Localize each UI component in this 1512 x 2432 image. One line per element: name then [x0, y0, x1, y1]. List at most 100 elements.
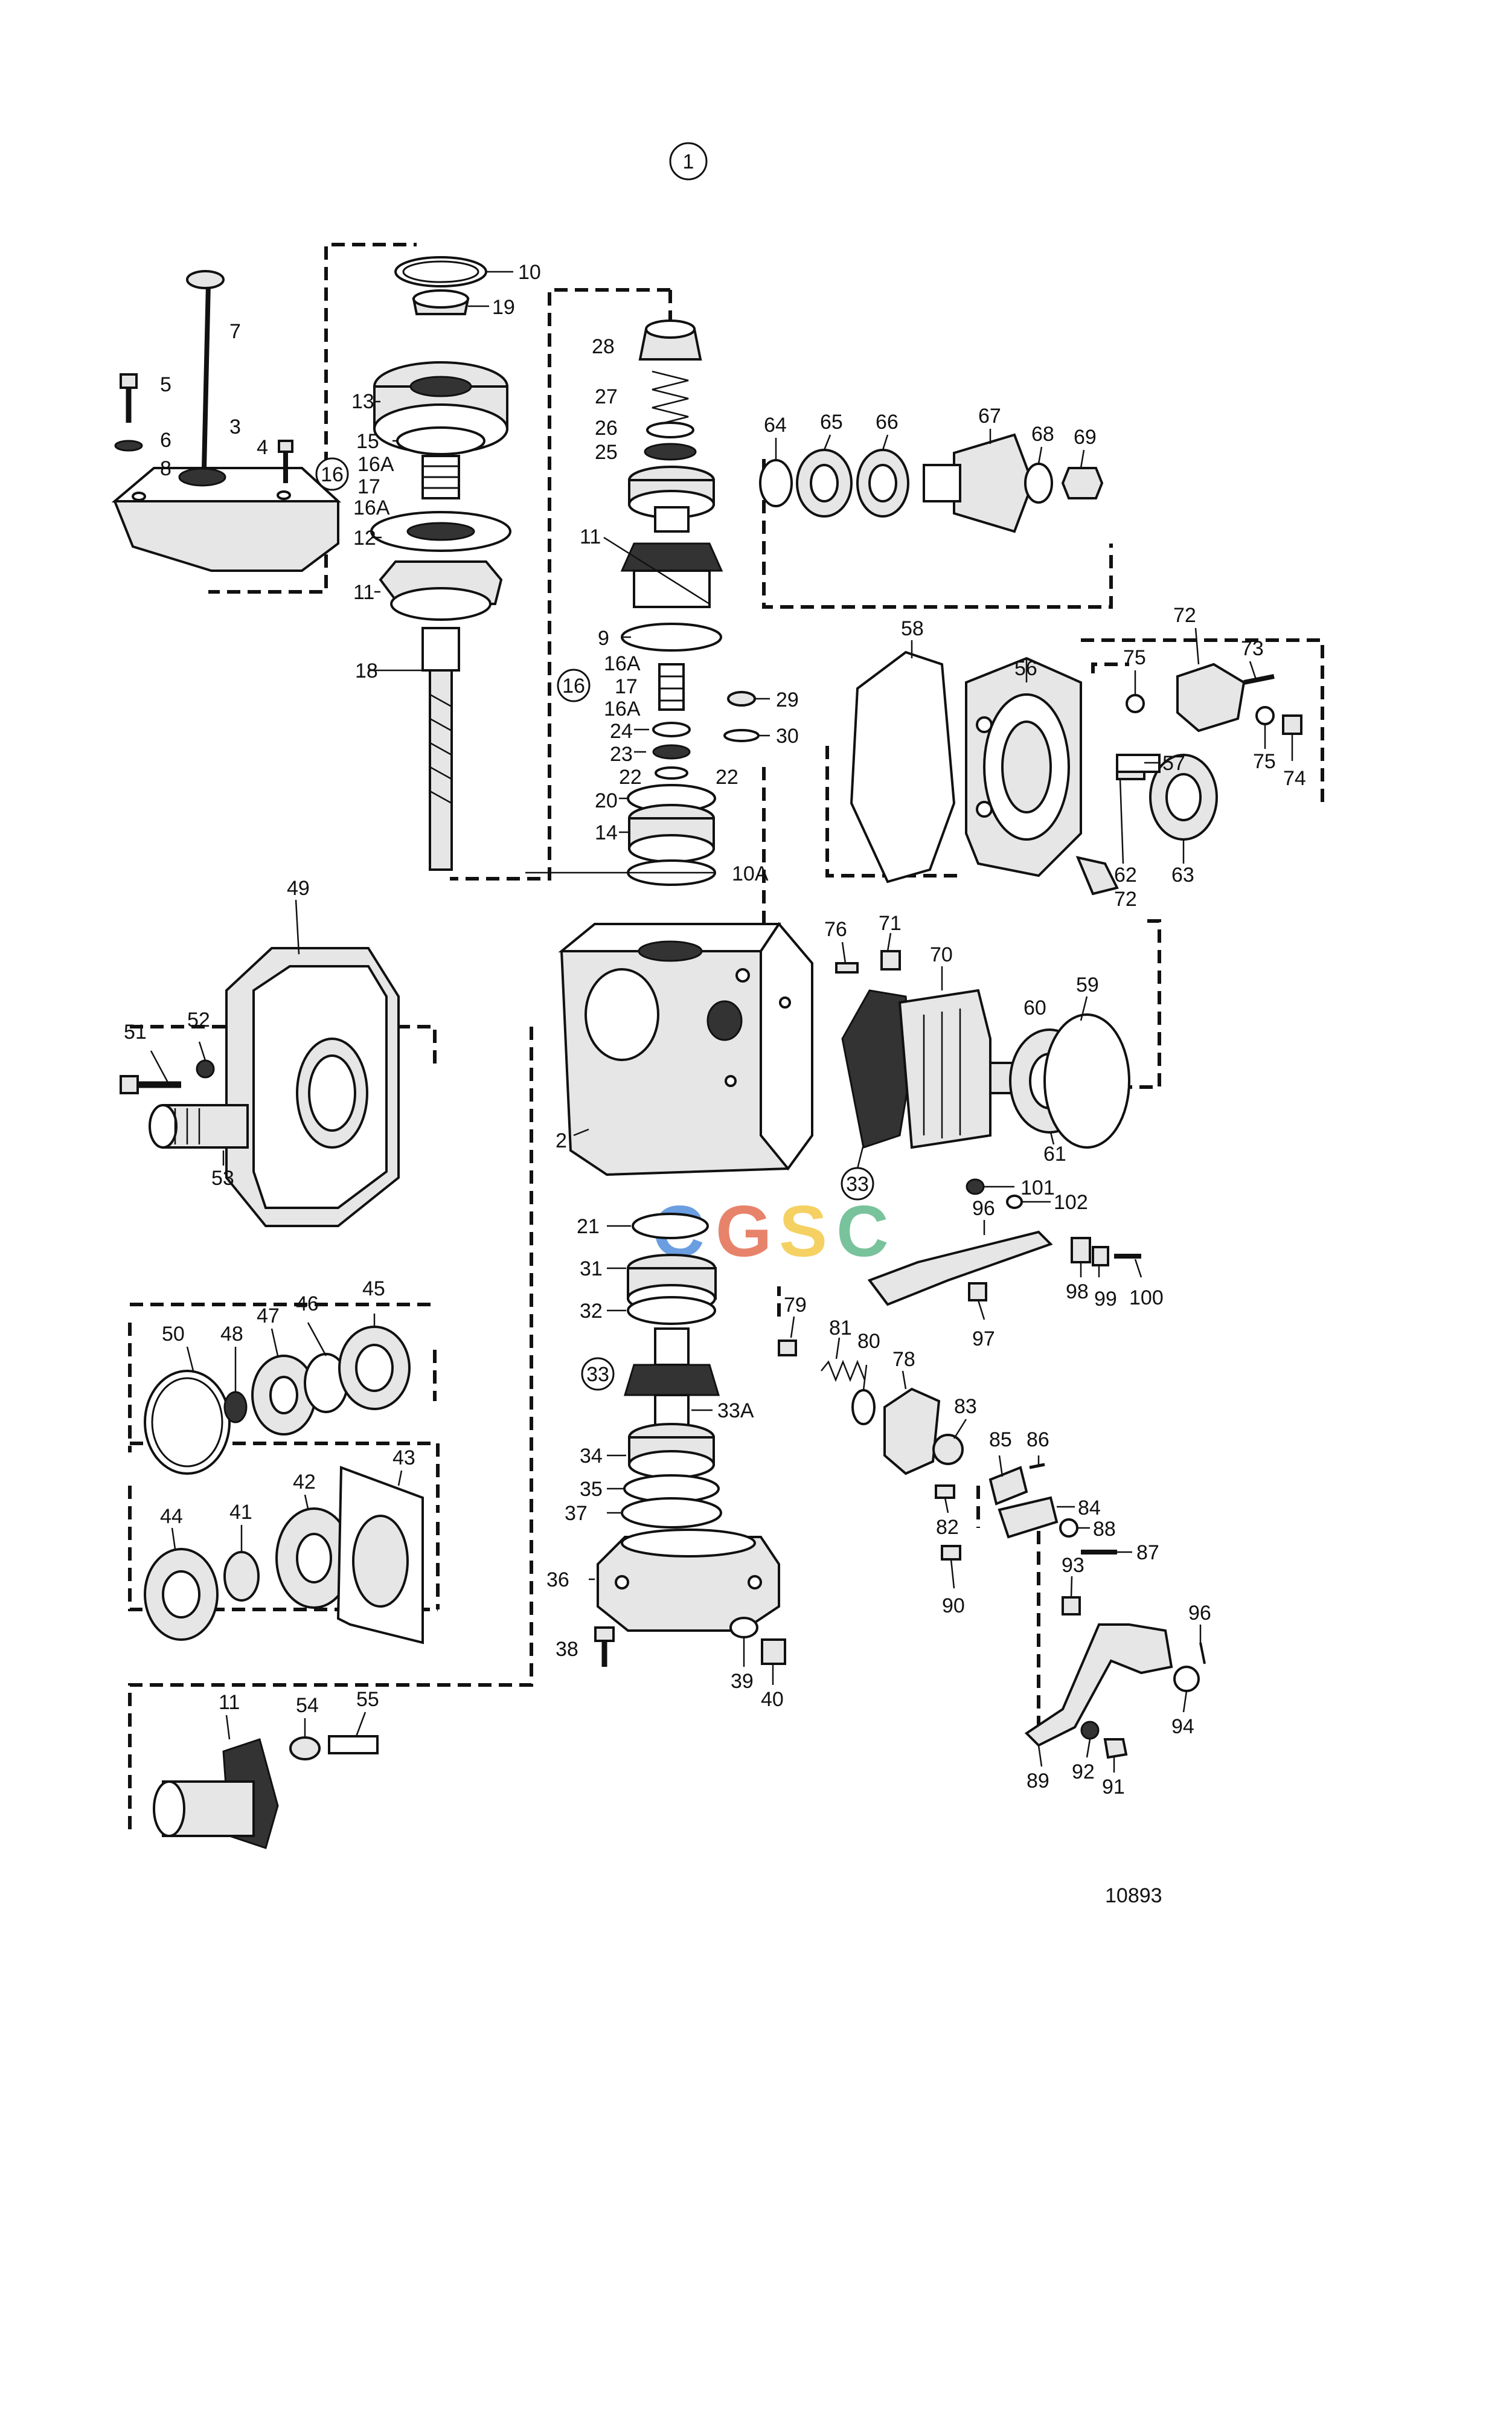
- screw-79: [778, 1340, 797, 1356]
- callout-14: 14: [595, 821, 618, 844]
- callout-18: 18: [355, 659, 378, 682]
- side-cover-assembly: [850, 650, 1302, 896]
- callout-8: 8: [160, 457, 171, 480]
- watermark-letter-4: C: [836, 1191, 889, 1272]
- callout-74: 74: [1283, 767, 1306, 790]
- cap-72: [1176, 663, 1246, 733]
- pin-96b: [1199, 1642, 1206, 1664]
- callout-39: 39: [731, 1670, 754, 1693]
- plug-74: [1282, 714, 1302, 735]
- callout-79: 79: [784, 1294, 807, 1317]
- callout-21: 21: [577, 1215, 600, 1238]
- callout-22-b: 22: [716, 766, 738, 789]
- callout-16A-d: 16A: [604, 698, 641, 720]
- callout-17-a: 17: [357, 475, 380, 498]
- washer-102: [1006, 1195, 1023, 1209]
- lower-pinion-stack: [594, 1213, 786, 1667]
- washer-30: [723, 729, 760, 742]
- callout-15: 15: [356, 430, 379, 453]
- callout-27: 27: [595, 385, 618, 408]
- callout-11-b: 11: [580, 525, 601, 548]
- washer-52: [196, 1059, 215, 1079]
- callout-48: 48: [220, 1323, 243, 1346]
- callout-61: 61: [1043, 1143, 1066, 1166]
- watermark-letter-3: S: [779, 1191, 827, 1272]
- bushing-83: [932, 1434, 964, 1465]
- callout-numbers: 10 19 7 5 3 6 8 4 13 15 16 16A 17 16A 12…: [124, 261, 1306, 1798]
- callout-97: 97: [972, 1327, 995, 1350]
- nut-69: [1061, 467, 1104, 499]
- washer-54: [289, 1736, 321, 1760]
- ring-24: [652, 722, 691, 737]
- housing-bore-side: [706, 1000, 743, 1041]
- callout-29: 29: [776, 688, 799, 711]
- bearing-kit-box: [144, 1466, 424, 1644]
- cover-assembly: [111, 270, 342, 572]
- callout-87: 87: [1136, 1541, 1159, 1564]
- leader-lines: [150, 271, 1293, 1773]
- callout-10A: 10A: [732, 862, 769, 885]
- bracket-72b: [1075, 856, 1119, 896]
- nut-101: [966, 1178, 985, 1195]
- callout-94: 94: [1171, 1715, 1194, 1738]
- callout-52: 52: [187, 1009, 210, 1032]
- callout-24: 24: [610, 720, 633, 743]
- callout-89: 89: [1027, 1769, 1049, 1792]
- callout-65: 65: [820, 411, 843, 434]
- callout-16-b: 16: [562, 675, 585, 698]
- shim-15: [396, 426, 485, 455]
- washer-75a: [1126, 694, 1145, 713]
- carrier-70: [898, 989, 991, 1149]
- plate-78: [883, 1387, 941, 1475]
- pinion-gear-11: [620, 542, 723, 572]
- o-ring-37: [621, 1497, 722, 1529]
- lever-89: [1024, 1623, 1173, 1747]
- callout-57: 57: [1162, 752, 1185, 775]
- clip-99: [1092, 1246, 1109, 1266]
- bolt-55: [328, 1735, 379, 1754]
- housing-bore-left: [585, 968, 659, 1061]
- callout-42: 42: [293, 1471, 316, 1494]
- input-shaft-18: [429, 669, 453, 871]
- callout-28: 28: [592, 335, 615, 358]
- washer-92: [1080, 1721, 1100, 1740]
- pinion-column: [620, 319, 760, 886]
- screw-head-4: [278, 440, 293, 453]
- callout-20: 20: [595, 789, 618, 812]
- callout-36: 36: [546, 1568, 569, 1591]
- screw-82: [935, 1484, 955, 1499]
- circlip-22: [655, 766, 688, 780]
- pin-86: [1029, 1463, 1045, 1469]
- callout-43: 43: [392, 1446, 415, 1469]
- washer-80: [851, 1389, 876, 1425]
- callout-96-b: 96: [1188, 1602, 1211, 1625]
- shim-59: [1043, 1013, 1130, 1149]
- callout-32: 32: [580, 1300, 603, 1323]
- callout-81: 81: [829, 1317, 852, 1340]
- callout-26: 26: [595, 417, 618, 440]
- main-housing-2: [558, 922, 813, 1176]
- washer-26: [646, 422, 694, 438]
- callout-23: 23: [610, 743, 633, 766]
- callout-78: 78: [892, 1348, 915, 1371]
- callout-4: 4: [257, 436, 268, 459]
- callout-16A-c: 16A: [604, 652, 641, 675]
- callout-102: 102: [1054, 1191, 1088, 1214]
- screw-73: [1243, 674, 1275, 685]
- callout-90: 90: [942, 1594, 965, 1617]
- dipstick-rod: [202, 283, 211, 469]
- plug-29: [727, 691, 756, 707]
- callout-16A-b: 16A: [353, 496, 390, 519]
- lock-71: [880, 950, 901, 971]
- differential-assembly: [835, 950, 1130, 1149]
- callout-62: 62: [1114, 864, 1137, 887]
- washer-68: [1024, 463, 1053, 504]
- callout-56: 56: [1014, 657, 1037, 680]
- callout-44: 44: [160, 1505, 183, 1528]
- callout-31: 31: [580, 1257, 603, 1280]
- dipstick-handle: [186, 270, 225, 289]
- callout-25: 25: [595, 441, 618, 464]
- callout-49: 49: [287, 877, 310, 900]
- callout-11-c: 11: [219, 1691, 240, 1714]
- callout-96-a: 96: [972, 1197, 995, 1220]
